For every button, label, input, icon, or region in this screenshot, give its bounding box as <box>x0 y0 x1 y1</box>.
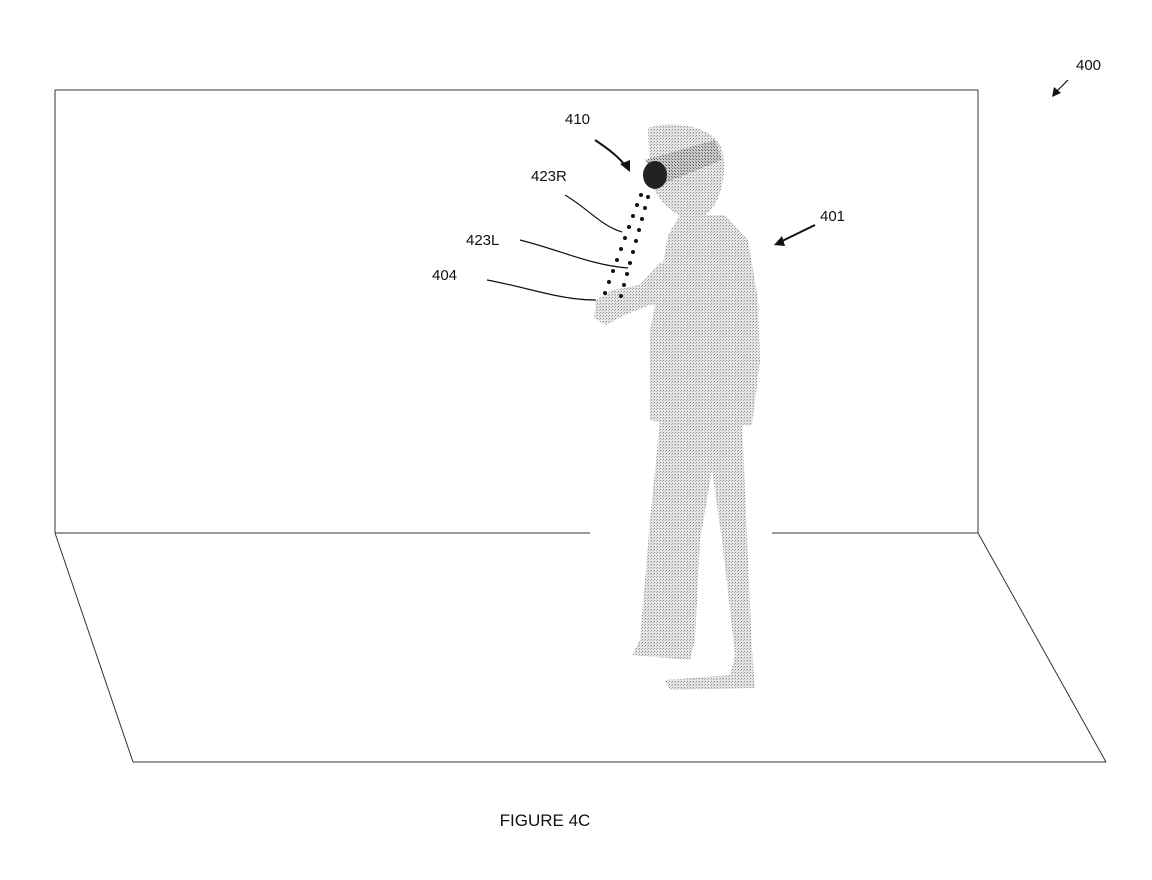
label-404: 404 <box>432 267 457 284</box>
figure-caption: FIGURE 4C <box>500 811 591 830</box>
gaze-rays <box>603 193 650 298</box>
back-wall <box>54 89 979 534</box>
label-410: 410 <box>565 111 590 128</box>
arrow-401-icon <box>774 236 785 246</box>
label-400: 400 <box>1076 57 1101 74</box>
floor <box>54 532 1107 763</box>
arrow-410-icon <box>620 160 630 172</box>
arrowheads <box>620 87 1061 246</box>
label-423L: 423L <box>466 232 499 249</box>
headset-eyepiece <box>643 161 667 189</box>
label-401: 401 <box>820 208 845 225</box>
arrow-400-icon <box>1052 87 1061 97</box>
user-figure <box>594 124 760 690</box>
label-423R: 423R <box>531 168 567 185</box>
